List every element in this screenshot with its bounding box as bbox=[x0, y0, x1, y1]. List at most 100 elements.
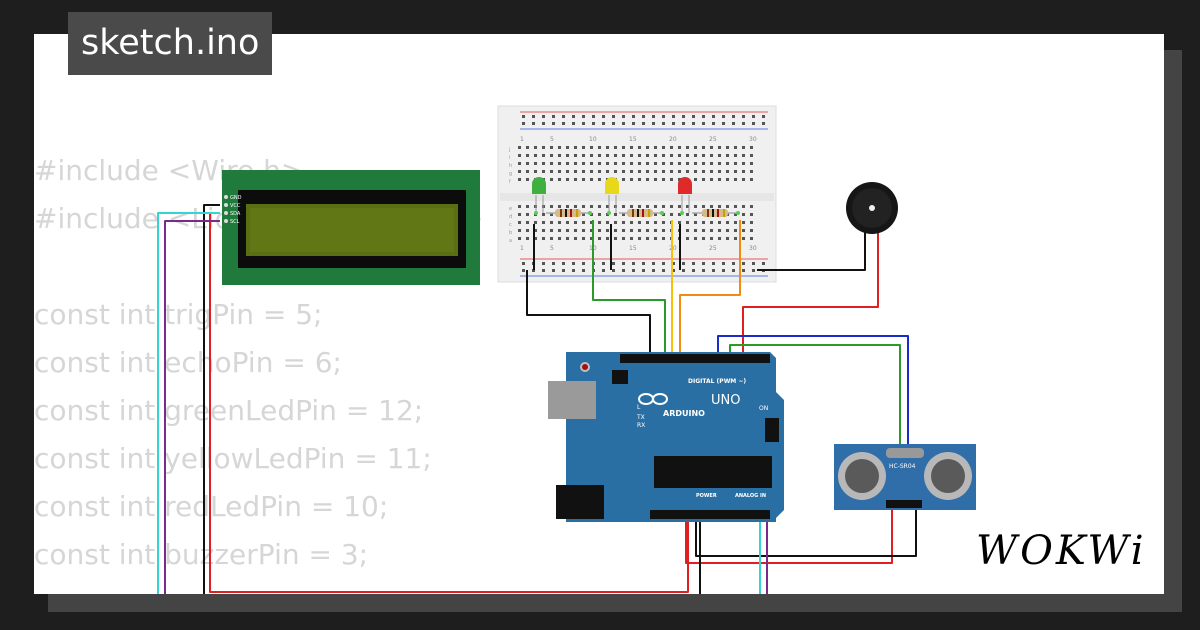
resistor-1[interactable] bbox=[546, 209, 590, 217]
breadboard-hole bbox=[762, 115, 765, 118]
breadboard-hole bbox=[562, 262, 565, 265]
breadboard-hole bbox=[686, 221, 689, 224]
breadboard-hole bbox=[582, 237, 585, 240]
breadboard-hole bbox=[630, 170, 633, 173]
sketch-file-tab[interactable]: sketch.ino bbox=[68, 12, 273, 75]
breadboard-hole bbox=[614, 170, 617, 173]
breadboard-hole bbox=[590, 229, 593, 232]
lcd-pins: GND VCC SDA SCL bbox=[224, 195, 242, 225]
breadboard-hole bbox=[686, 154, 689, 157]
svg-text:15: 15 bbox=[629, 245, 637, 252]
breadboard-hole bbox=[550, 205, 553, 208]
breadboard-hole bbox=[622, 229, 625, 232]
svg-text:5: 5 bbox=[550, 245, 554, 252]
breadboard-hole bbox=[710, 146, 713, 149]
breadboard-hole bbox=[718, 221, 721, 224]
arduino-uno[interactable]: DIGITAL (PWM ~) UNO ARDUINO ON L TX RX P… bbox=[548, 352, 784, 522]
breadboard-hole bbox=[734, 170, 737, 173]
breadboard-hole bbox=[654, 237, 657, 240]
breadboard-hole bbox=[692, 269, 695, 272]
svg-text:10: 10 bbox=[589, 136, 597, 143]
breadboard-hole bbox=[732, 122, 735, 125]
lcd-display[interactable]: GND VCC SDA SCL bbox=[222, 170, 480, 285]
breadboard-hole bbox=[742, 205, 745, 208]
breadboard-hole bbox=[726, 229, 729, 232]
breadboard-hole bbox=[582, 122, 585, 125]
breadboard-hole bbox=[694, 170, 697, 173]
breadboard-hole bbox=[566, 170, 569, 173]
breadboard-hole bbox=[638, 154, 641, 157]
breadboard-hole bbox=[606, 213, 609, 216]
breadboard-hole bbox=[582, 229, 585, 232]
breadboard-hole bbox=[662, 178, 665, 181]
ultrasonic-sensor[interactable]: HC-SR04 bbox=[834, 444, 976, 510]
breadboard-hole bbox=[750, 178, 753, 181]
breadboard-hole bbox=[654, 170, 657, 173]
breadboard-hole bbox=[682, 122, 685, 125]
breadboard-hole bbox=[590, 154, 593, 157]
breadboard-hole bbox=[526, 170, 529, 173]
svg-text:a: a bbox=[509, 238, 512, 244]
breadboard-hole bbox=[574, 229, 577, 232]
breadboard-hole bbox=[694, 229, 697, 232]
breadboard-hole bbox=[646, 229, 649, 232]
breadboard-hole bbox=[702, 262, 705, 265]
breadboard-hole bbox=[702, 154, 705, 157]
breadboard-hole bbox=[526, 178, 529, 181]
breadboard-hole bbox=[682, 269, 685, 272]
breadboard-hole bbox=[722, 262, 725, 265]
svg-text:b: b bbox=[509, 230, 512, 236]
breadboard-hole bbox=[652, 269, 655, 272]
svg-text:j: j bbox=[508, 147, 510, 153]
digital-pwm-label: DIGITAL (PWM ~) bbox=[688, 378, 746, 385]
breadboard-hole bbox=[630, 178, 633, 181]
led-green[interactable] bbox=[532, 177, 546, 213]
breadboard-hole bbox=[590, 146, 593, 149]
breadboard-hole bbox=[622, 237, 625, 240]
breadboard-jumpers bbox=[533, 224, 681, 270]
breadboard-hole bbox=[638, 178, 641, 181]
breadboard-hole bbox=[532, 115, 535, 118]
breadboard-hole bbox=[662, 170, 665, 173]
breadboard-hole bbox=[566, 229, 569, 232]
breadboard-hole bbox=[654, 154, 657, 157]
breadboard-hole bbox=[534, 162, 537, 165]
breadboard-hole bbox=[686, 205, 689, 208]
breadboard-hole bbox=[752, 115, 755, 118]
breadboard-hole bbox=[518, 229, 521, 232]
breadboard-hole bbox=[718, 237, 721, 240]
board-brand: ARDUINO bbox=[663, 409, 705, 418]
resistor-3[interactable] bbox=[692, 209, 738, 217]
breadboard-hole bbox=[702, 146, 705, 149]
breadboard-hole bbox=[630, 237, 633, 240]
wokwi-logo[interactable]: WOKWi bbox=[976, 528, 1147, 574]
breadboard-hole bbox=[534, 221, 537, 224]
breadboard-hole bbox=[752, 269, 755, 272]
breadboard-hole bbox=[526, 205, 529, 208]
breadboard-hole bbox=[606, 205, 609, 208]
breadboard-hole bbox=[646, 178, 649, 181]
breadboard-hole bbox=[550, 221, 553, 224]
breadboard-hole bbox=[518, 162, 521, 165]
breadboard-hole bbox=[592, 115, 595, 118]
breadboard-hole bbox=[572, 269, 575, 272]
led-yellow[interactable] bbox=[605, 177, 619, 213]
breadboard-hole bbox=[702, 229, 705, 232]
breadboard-hole bbox=[702, 122, 705, 125]
breadboard-hole bbox=[572, 115, 575, 118]
wire-buzzer-gnd bbox=[757, 228, 866, 271]
svg-text:5: 5 bbox=[550, 136, 554, 143]
breadboard-hole bbox=[582, 115, 585, 118]
resistor-2[interactable] bbox=[619, 209, 662, 217]
breadboard-hole bbox=[710, 237, 713, 240]
breadboard-hole bbox=[558, 162, 561, 165]
buzzer[interactable] bbox=[846, 182, 898, 234]
breadboard-hole bbox=[612, 115, 615, 118]
breadboard-hole bbox=[562, 115, 565, 118]
svg-text:1: 1 bbox=[520, 136, 524, 143]
breadboard-hole bbox=[534, 237, 537, 240]
board-model: UNO bbox=[711, 393, 740, 408]
led-red[interactable] bbox=[678, 177, 692, 213]
breadboard-hole bbox=[702, 221, 705, 224]
breadboard-hole bbox=[678, 221, 681, 224]
